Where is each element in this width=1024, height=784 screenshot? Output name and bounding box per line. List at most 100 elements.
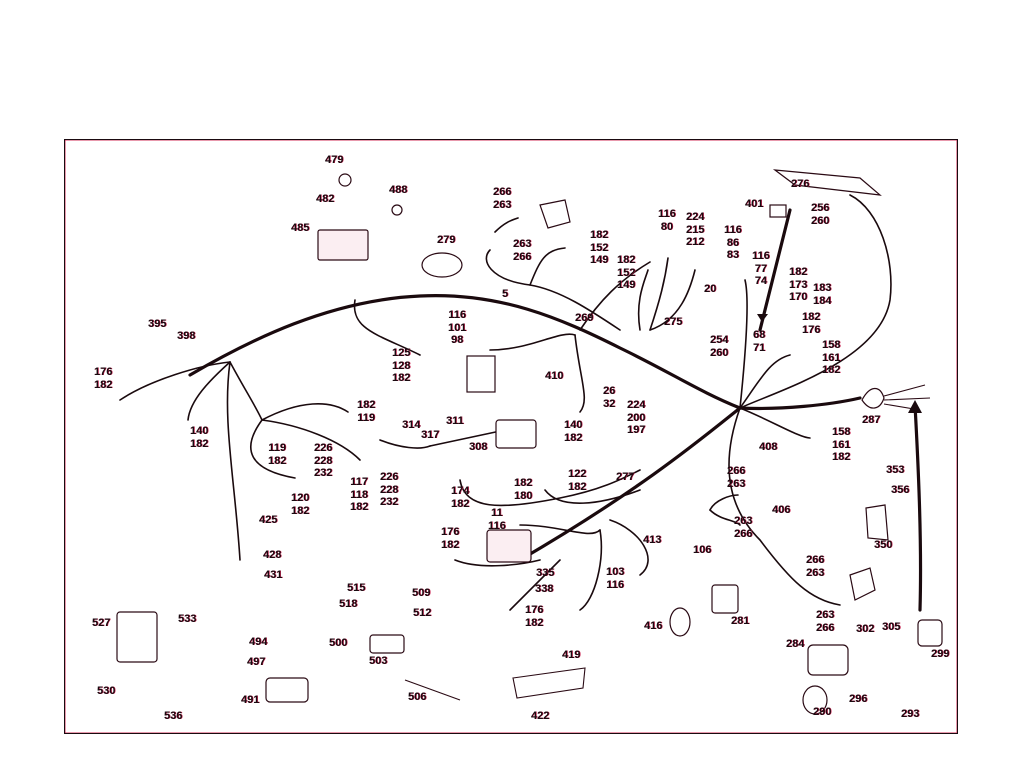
callout-label[interactable]: 266 263 — [806, 554, 825, 579]
callout-label[interactable]: 503 — [369, 655, 388, 667]
callout-label[interactable]: 488 — [389, 184, 408, 196]
callout-label[interactable]: 416 — [644, 620, 663, 632]
callout-label[interactable]: 317 — [421, 429, 440, 441]
callout-label[interactable]: 308 — [469, 441, 488, 453]
callout-label[interactable]: 356 — [891, 484, 910, 496]
callout-label[interactable]: 419 — [562, 649, 581, 661]
callout-label[interactable]: 116 77 74 — [752, 250, 770, 287]
callout-label[interactable]: 406 — [772, 504, 791, 516]
callout-label[interactable]: 302 — [856, 623, 875, 635]
callout-label[interactable]: 410 — [545, 370, 564, 382]
callout-label[interactable]: 290 — [813, 706, 832, 718]
callout-label[interactable]: 182 173 170 — [789, 266, 808, 303]
callout-label[interactable]: 103 116 — [606, 566, 625, 591]
callout-label[interactable]: 125 128 182 — [392, 347, 411, 384]
callout-label[interactable]: 140 182 — [564, 419, 583, 444]
callout-label[interactable]: 293 — [901, 708, 920, 720]
callout-label[interactable]: 20 — [704, 283, 717, 295]
callout-label[interactable]: 515 — [347, 582, 366, 594]
callout-label[interactable]: 527 — [92, 617, 111, 629]
callout-label[interactable]: 263 266 — [816, 609, 835, 634]
callout-label[interactable]: 395 — [148, 318, 167, 330]
module-part — [466, 355, 496, 393]
callout-label[interactable]: 425 — [259, 514, 278, 526]
callout-label[interactable]: 314 — [402, 419, 421, 431]
callout-label[interactable]: 5 — [502, 288, 509, 300]
callout-label[interactable]: 275 — [664, 316, 683, 328]
callout-label[interactable]: 176 182 — [525, 604, 544, 629]
callout-label[interactable]: 281 — [731, 615, 750, 627]
callout-label[interactable]: 413 — [643, 534, 662, 546]
callout-label[interactable]: 536 — [164, 710, 183, 722]
callout-label[interactable]: 224 200 197 — [627, 399, 646, 436]
callout-label[interactable]: 176 182 — [94, 366, 113, 391]
callout-label[interactable]: 279 — [437, 234, 456, 246]
callout-label[interactable]: 353 — [886, 464, 905, 476]
callout-label[interactable]: 116 86 83 — [724, 224, 742, 261]
callout-label[interactable]: 350 — [874, 539, 893, 551]
callout-label[interactable]: 226 228 232 — [314, 442, 333, 479]
callout-label[interactable]: 491 — [241, 694, 260, 706]
callout-label[interactable]: 116 80 — [658, 208, 676, 233]
callout-label[interactable]: 263 266 — [513, 238, 532, 263]
callout-label[interactable]: 506 — [408, 691, 427, 703]
callout-label[interactable]: 299 — [931, 648, 950, 660]
callout-label[interactable]: 182 180 — [514, 477, 533, 502]
callout-label[interactable]: 263 266 — [734, 515, 753, 540]
callout-label[interactable]: 408 — [759, 441, 778, 453]
callout-label[interactable]: 269 — [575, 312, 594, 324]
callout-label[interactable]: 176 182 — [441, 526, 460, 551]
callout-label[interactable]: 530 — [97, 685, 116, 697]
callout-label[interactable]: 518 — [339, 598, 358, 610]
callout-label[interactable]: 182 152 149 — [590, 229, 609, 266]
callout-label[interactable]: 284 — [786, 638, 805, 650]
callout-label[interactable]: 533 — [178, 613, 197, 625]
callout-label[interactable]: 296 — [849, 693, 868, 705]
wire-pigtails — [883, 384, 931, 411]
callout-label[interactable]: 485 — [291, 222, 310, 234]
callout-label[interactable]: 431 — [264, 569, 283, 581]
callout-label[interactable]: 26 32 — [603, 385, 616, 410]
callout-label[interactable]: 256 260 — [811, 202, 830, 227]
callout-label[interactable]: 482 — [316, 193, 335, 205]
callout-label[interactable]: 266 263 — [727, 465, 746, 490]
callout-label[interactable]: 174 182 — [451, 485, 470, 510]
callout-label[interactable]: 401 — [745, 198, 764, 210]
callout-label[interactable]: 497 — [247, 656, 266, 668]
callout-label[interactable]: 422 — [531, 710, 550, 722]
callout-label[interactable]: 494 — [249, 636, 268, 648]
callout-label[interactable]: 287 — [862, 414, 881, 426]
callout-label[interactable]: 120 182 — [291, 492, 310, 517]
callout-label[interactable]: 428 — [263, 549, 282, 561]
callout-label[interactable]: 158 161 182 — [832, 426, 851, 463]
callout-label[interactable]: 140 182 — [190, 425, 209, 450]
callout-label[interactable]: 266 263 — [493, 186, 512, 211]
callout-label[interactable]: 182 176 — [802, 311, 821, 336]
callout-label[interactable]: 68 71 — [753, 329, 766, 354]
callout-label[interactable]: 226 228 232 — [380, 471, 399, 508]
callout-label[interactable]: 512 — [413, 607, 432, 619]
callout-label[interactable]: 183 184 — [813, 282, 832, 307]
callout-label[interactable]: 398 — [177, 330, 196, 342]
callout-label[interactable]: 11 116 — [488, 507, 506, 532]
callout-label[interactable]: 119 182 — [268, 442, 287, 467]
callout-label[interactable]: 182 152 149 — [617, 254, 636, 291]
callout-label[interactable]: 277 — [616, 471, 635, 483]
callout-label[interactable]: 311 — [446, 415, 464, 427]
callout-label[interactable]: 338 — [535, 583, 554, 595]
callout-label[interactable]: 122 182 — [568, 468, 587, 493]
callout-label[interactable]: 106 — [693, 544, 712, 556]
callout-label[interactable]: 224 215 212 — [686, 211, 705, 248]
callout-label[interactable]: 276 — [791, 178, 810, 190]
callout-label[interactable]: 158 161 182 — [822, 339, 841, 376]
callout-label[interactable]: 305 — [882, 621, 901, 633]
callout-label[interactable]: 116 101 98 — [448, 309, 467, 346]
callout-label[interactable]: 500 — [329, 637, 348, 649]
callout-label[interactable]: 117 118 182 — [350, 476, 369, 513]
callout-label[interactable]: 182 119 — [357, 399, 376, 424]
callout-label[interactable]: 509 — [412, 587, 431, 599]
callout-label[interactable]: 254 260 — [710, 334, 729, 359]
callout-label[interactable]: 335 — [536, 567, 555, 579]
relay-401 — [769, 204, 787, 218]
callout-label[interactable]: 479 — [325, 154, 344, 166]
